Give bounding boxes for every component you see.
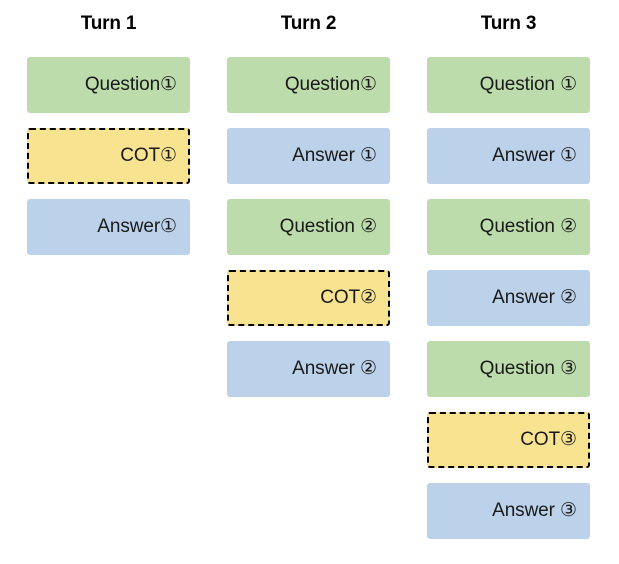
question-box-label: Question ① bbox=[479, 74, 577, 95]
cot-box: COT② bbox=[227, 270, 390, 326]
cot-box-label: COT② bbox=[320, 287, 377, 308]
answer-box-label: Answer ① bbox=[492, 145, 577, 166]
answer-box: Answer① bbox=[27, 199, 190, 255]
turn-column-boxes: Question① Answer ① Question ② COT② Answer ② bbox=[227, 57, 390, 412]
answer-box: Answer ① bbox=[427, 128, 590, 184]
answer-box-label: Answer ② bbox=[492, 287, 577, 308]
answer-box-label: Answer① bbox=[97, 216, 177, 237]
answer-box-label: Answer ③ bbox=[492, 500, 577, 521]
turn-column-2: Turn 2 Question① Answer ① Question ② COT② Ans… bbox=[227, 0, 390, 564]
cot-box: COT① bbox=[27, 128, 190, 184]
cot-box-label: COT① bbox=[120, 145, 177, 166]
turn-column-title: Turn 2 bbox=[280, 13, 337, 34]
turn-column-boxes: Question① COT① Answer① bbox=[27, 57, 190, 270]
turn-column-1: Turn 1 Question① COT① Answer① bbox=[27, 0, 190, 564]
question-box-label: Question① bbox=[284, 74, 377, 95]
answer-box-label: Answer ① bbox=[292, 145, 377, 166]
question-box: Question ③ bbox=[427, 341, 590, 397]
question-box-label: Question① bbox=[84, 74, 177, 95]
answer-box: Answer ③ bbox=[427, 483, 590, 539]
question-box-label: Question ② bbox=[279, 216, 377, 237]
turn-column-3: Turn 3 Question ① Answer ① Question ② Answer… bbox=[427, 0, 590, 564]
answer-box: Answer ② bbox=[427, 270, 590, 326]
answer-box: Answer ① bbox=[227, 128, 390, 184]
question-box-label: Question ② bbox=[479, 216, 577, 237]
question-box: Question ② bbox=[227, 199, 390, 255]
turn-column-title: Turn 3 bbox=[480, 13, 537, 34]
cot-box: COT③ bbox=[427, 412, 590, 468]
turn-column-boxes: Question ① Answer ① Question ② Answer ② Ques… bbox=[427, 57, 590, 554]
question-box-label: Question ③ bbox=[479, 358, 577, 379]
turn-column-title: Turn 1 bbox=[80, 13, 137, 34]
answer-box-label: Answer ② bbox=[292, 358, 377, 379]
question-box: Question ① bbox=[427, 57, 590, 113]
question-box: Question① bbox=[227, 57, 390, 113]
answer-box: Answer ② bbox=[227, 341, 390, 397]
question-box: Question① bbox=[27, 57, 190, 113]
cot-box-label: COT③ bbox=[520, 429, 577, 450]
question-box: Question ② bbox=[427, 199, 590, 255]
